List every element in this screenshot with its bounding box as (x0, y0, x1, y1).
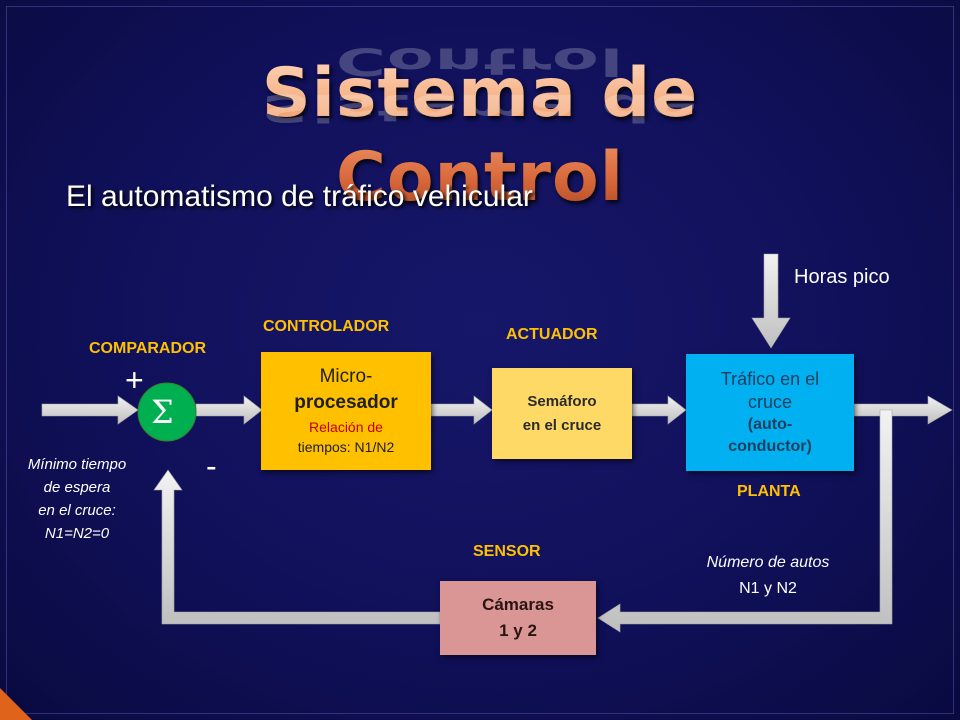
reference-line-1: Mínimo tiempo (27, 456, 127, 473)
label-sensor: SENSOR (473, 543, 541, 560)
controlador-line-3: Relación de (309, 419, 383, 435)
controller-to-actuator-arrow (430, 395, 493, 425)
label-planta: PLANTA (737, 483, 801, 500)
reference-note: Mínimo tiempo de espera en el cruce: N1=… (4, 453, 150, 545)
controlador-block: Micro- procesador Relación de tiempos: N… (261, 352, 431, 470)
minus-sign: - (206, 448, 217, 484)
title-group: Sistema de Control Sistema de Control (160, 39, 800, 217)
sensor-line-1: Cámaras (482, 595, 554, 614)
slide-subtitle: El automatismo de tráfico vehicular (66, 180, 533, 213)
controlador-line-2: procesador (294, 392, 398, 413)
controlador-line-4: tiempos: N1/N2 (297, 439, 395, 455)
actuador-line-1: Semáforo (527, 392, 597, 410)
label-actuador: ACTUADOR (506, 326, 598, 343)
output-arrow (853, 395, 953, 425)
sum-symbol: Σ (151, 393, 174, 431)
planta-line-1: Tráfico en el (720, 368, 820, 389)
planta-line-3: (auto- (747, 415, 793, 433)
planta-line-4: conductor) (728, 437, 812, 455)
controlador-line-1: Micro- (319, 366, 373, 387)
planta-line-2: cruce (747, 391, 792, 412)
label-controlador: CONTROLADOR (263, 318, 390, 335)
disturbance-arrow (751, 253, 791, 349)
reference-line-2: de espera (43, 479, 111, 496)
actuador-block: Semáforo en el cruce (492, 368, 632, 459)
disturbance-label: Horas pico (794, 266, 890, 288)
feedback-line-2: N1 y N2 (739, 580, 797, 597)
summing-junction (137, 382, 197, 442)
sum-to-controller-arrow (195, 395, 263, 425)
label-comparador: COMPARADOR (89, 340, 207, 357)
reference-line-3: en el cruce: (38, 502, 116, 519)
feedback-line-1: Número de autos (706, 554, 830, 571)
actuador-line-2: en el cruce (522, 416, 602, 434)
sensor-to-sum-arrow (153, 469, 441, 625)
sensor-line-2: 1 y 2 (499, 621, 537, 640)
reference-line-4: N1=N2=0 (44, 525, 110, 542)
feedback-signal-note: Número de autos N1 y N2 (668, 550, 868, 602)
sensor-block: Cámaras 1 y 2 (440, 581, 596, 655)
plus-sign: + (125, 362, 144, 398)
actuator-to-plant-arrow (631, 395, 687, 425)
feedback-return-arrow (597, 409, 893, 633)
input-arrow (41, 395, 139, 425)
slide-title: Sistema de Control (160, 52, 800, 220)
corner-accent (0, 688, 32, 720)
planta-block: Tráfico en el cruce (auto- conductor) (686, 354, 854, 471)
